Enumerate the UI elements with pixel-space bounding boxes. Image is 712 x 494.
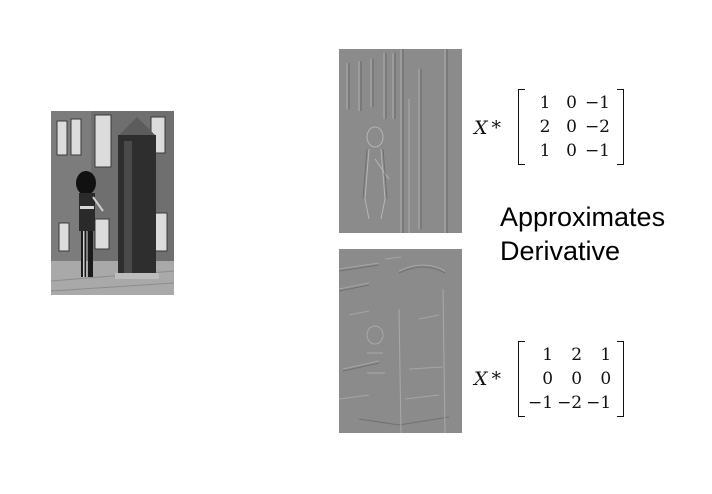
matrix-cell: 0 [571, 369, 583, 389]
left-bracket [518, 341, 525, 417]
matrix-cell: −1 [584, 141, 610, 161]
caption: Approximates Derivative [500, 200, 665, 268]
matrix-cell: 0 [566, 117, 577, 137]
matrix-cell: 1 [600, 345, 612, 365]
matrix-cell: −2 [557, 393, 583, 413]
sobel-y-kernel-matrix: 1 2 1 0 0 0 −1 −2 −1 [518, 341, 624, 417]
matrix-cell: 1 [539, 93, 551, 113]
right-bracket [617, 89, 624, 165]
equation-lhs: X* [474, 368, 502, 390]
matrix-cell: 1 [542, 345, 554, 365]
matrix-cell: −1 [528, 393, 554, 413]
right-bracket [617, 341, 624, 417]
matrix-cell: −2 [584, 117, 610, 137]
caption-line-2: Derivative [500, 236, 621, 266]
sobel-y-image [339, 249, 462, 433]
matrix-cell: −1 [584, 93, 610, 113]
matrix-cell: 0 [542, 369, 554, 389]
matrix-cell: −1 [586, 393, 612, 413]
matrix-cell: 2 [539, 117, 551, 137]
matrix-cell: 1 [539, 141, 551, 161]
matrix-cell: 0 [600, 369, 612, 389]
sobel-x-image [339, 49, 462, 233]
left-bracket [518, 89, 525, 165]
sobel-x-kernel-matrix: 1 0 −1 2 0 −2 1 0 −1 [518, 89, 624, 165]
matrix-cell: 0 [566, 93, 577, 113]
equation-lhs: X* [474, 117, 502, 139]
matrix-cell: 2 [571, 345, 583, 365]
matrix-cell: 0 [566, 141, 577, 161]
caption-line-1: Approximates [500, 202, 666, 232]
guard-photo [51, 111, 174, 295]
